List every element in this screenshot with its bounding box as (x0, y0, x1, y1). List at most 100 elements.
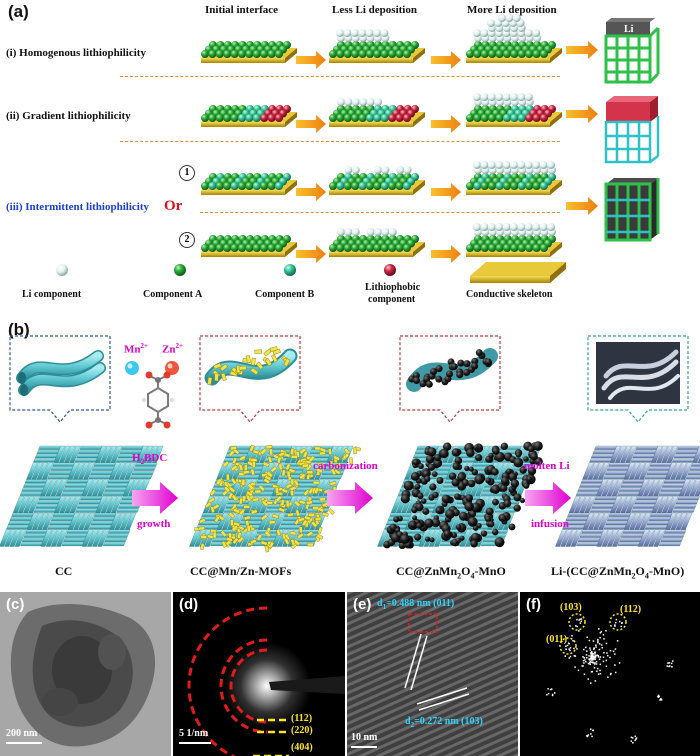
slab-r4-initial (201, 235, 297, 257)
row-divider-1 (120, 76, 560, 77)
fft-spot-112: (112) (620, 604, 642, 615)
step-circle-1: 1 (179, 165, 195, 181)
tem-image-c: (c) 200 nm (0, 592, 171, 756)
slab-r4-more (466, 223, 562, 257)
caption-zno-mno: CC@ZnMn2O4-MnO (396, 564, 506, 581)
column-header-initial: Initial interface (205, 4, 279, 16)
or-label: Or (164, 198, 183, 214)
homogenous-cage-icon (604, 18, 660, 84)
caption-mofs: CC@Mn/Zn-MOFs (190, 564, 292, 578)
slab-r3-less (329, 166, 425, 195)
orange-arrow-cage-3 (566, 197, 598, 215)
legend-li-label: Li component (22, 289, 82, 300)
step1-label-bottom: growth (137, 518, 171, 530)
fft-spot-011: (011) (546, 634, 568, 645)
legend-graphics (56, 262, 566, 283)
step1-label-top: H2BDC (132, 452, 168, 467)
slab-r3-more (466, 161, 562, 195)
hrtem-image-e: (e) d1=0.488 nm (011) d2=0.272 nm (103) … (347, 592, 518, 756)
scalebar-e-label: 10 nm (351, 732, 378, 743)
cloth-mof (189, 444, 362, 553)
row-label-homogenous: (i) Homogenous lithiophilicity (6, 47, 146, 59)
ring-label-112: (112) (291, 713, 313, 724)
step3-label-bottom: infusion (531, 518, 569, 530)
slab-r3-initial (201, 173, 297, 195)
arrow-infusion (525, 482, 571, 514)
callout-cc (9, 335, 111, 423)
orange-arrow-1-a (296, 115, 326, 133)
legend-phobic-ball (384, 264, 396, 276)
scalebar-d-label: 5 1/nm (179, 728, 209, 739)
callout-li (587, 335, 689, 423)
orange-arrow-1-b (431, 115, 461, 133)
slab-r4-less (329, 228, 425, 257)
panel-e-tag: (e) (353, 596, 372, 613)
orange-arrow-2-a (296, 183, 326, 201)
woven-cloths (0, 441, 700, 553)
ring-label-220: (220) (291, 725, 313, 736)
legend-phobic-label-1: Lithiophobic (365, 282, 421, 293)
callout-mof (199, 335, 301, 423)
row-divider-2 (120, 141, 560, 142)
legend-skeleton-label: Conductive skeleton (466, 289, 553, 300)
row-label-intermittent: (iii) Intermittent lithiophilicity (6, 201, 149, 213)
legend-b-ball (284, 264, 296, 276)
panel-d-tag: (d) (179, 596, 199, 613)
panel-b-tag: (b) (8, 320, 30, 339)
scalebar-e (351, 746, 377, 748)
caption-li-composite: Li-(CC@ZnMn2O4-MnO) (551, 564, 685, 581)
slab-r2-less (329, 98, 425, 127)
legend-a-label: Component A (143, 289, 203, 300)
orange-arrow-3-b (431, 245, 461, 263)
orange-arrow-2-b (431, 183, 461, 201)
column-header-more-li: More Li deposition (467, 4, 557, 16)
d2-spacing-label: d2=0.272 nm (103) (405, 716, 483, 729)
cloth-li (555, 445, 700, 547)
orange-arrow-3-a (296, 245, 326, 263)
panel-f-tag: (f) (526, 596, 541, 613)
row-label-gradient: (ii) Gradient lithiophilicity (6, 110, 131, 122)
arrow-growth (132, 482, 178, 514)
orange-arrow-cage-1 (566, 41, 598, 59)
orange-arrow-0-b (431, 51, 461, 69)
scalebar-d (179, 742, 211, 744)
cage-li-label: Li (624, 24, 634, 35)
slab-r2-more (466, 93, 562, 127)
orange-arrow-0-a (296, 51, 326, 69)
column-header-less-li: Less Li deposition (332, 4, 417, 16)
callout-carbon (399, 335, 501, 423)
slab-r1-initial (201, 41, 297, 63)
gradient-cage-icon (604, 96, 660, 164)
legend-b-label: Component B (255, 289, 315, 300)
panel-a-tag: (a) (8, 2, 29, 21)
cloth-carbon (377, 441, 543, 550)
fft-image-f: (f) (103) (112) (011) (520, 592, 700, 756)
saed-image-d: (d) (112) (220) (404) 5 1/nm (173, 592, 345, 756)
scalebar-c (6, 742, 42, 744)
process-arrows (132, 482, 571, 514)
legend-li-ball (56, 264, 68, 276)
panel-a-slabs (201, 14, 598, 263)
intermittent-cage-icon (604, 178, 660, 242)
panel-c-tag: (c) (6, 596, 25, 613)
row-divider-3 (200, 212, 560, 213)
orange-arrow-cage-2 (566, 105, 598, 123)
cloth-cc (0, 445, 164, 547)
slab-r2-initial (201, 105, 297, 127)
step3-label-top: molten Li (524, 460, 570, 472)
ions-molecule-icon (125, 361, 179, 429)
ion-zn-label: Zn2+ (162, 342, 183, 356)
caption-cc: CC (55, 564, 73, 578)
legend-phobic-label-2: component (368, 294, 416, 305)
scalebar-c-label: 200 nm (6, 728, 38, 739)
ring-label-404: (404) (291, 742, 313, 753)
ion-mn-label: Mn2+ (124, 342, 148, 356)
slab-r1-more (466, 14, 562, 63)
arrow-carbonization (327, 482, 373, 514)
step2-label-top: carbonization (313, 460, 378, 472)
step-circle-2: 2 (179, 232, 195, 248)
fft-spot-103: (103) (560, 602, 582, 613)
slab-r1-less (329, 29, 425, 63)
d1-spacing-label: d1=0.488 nm (011) (377, 598, 455, 611)
callout-bubbles (9, 335, 689, 423)
